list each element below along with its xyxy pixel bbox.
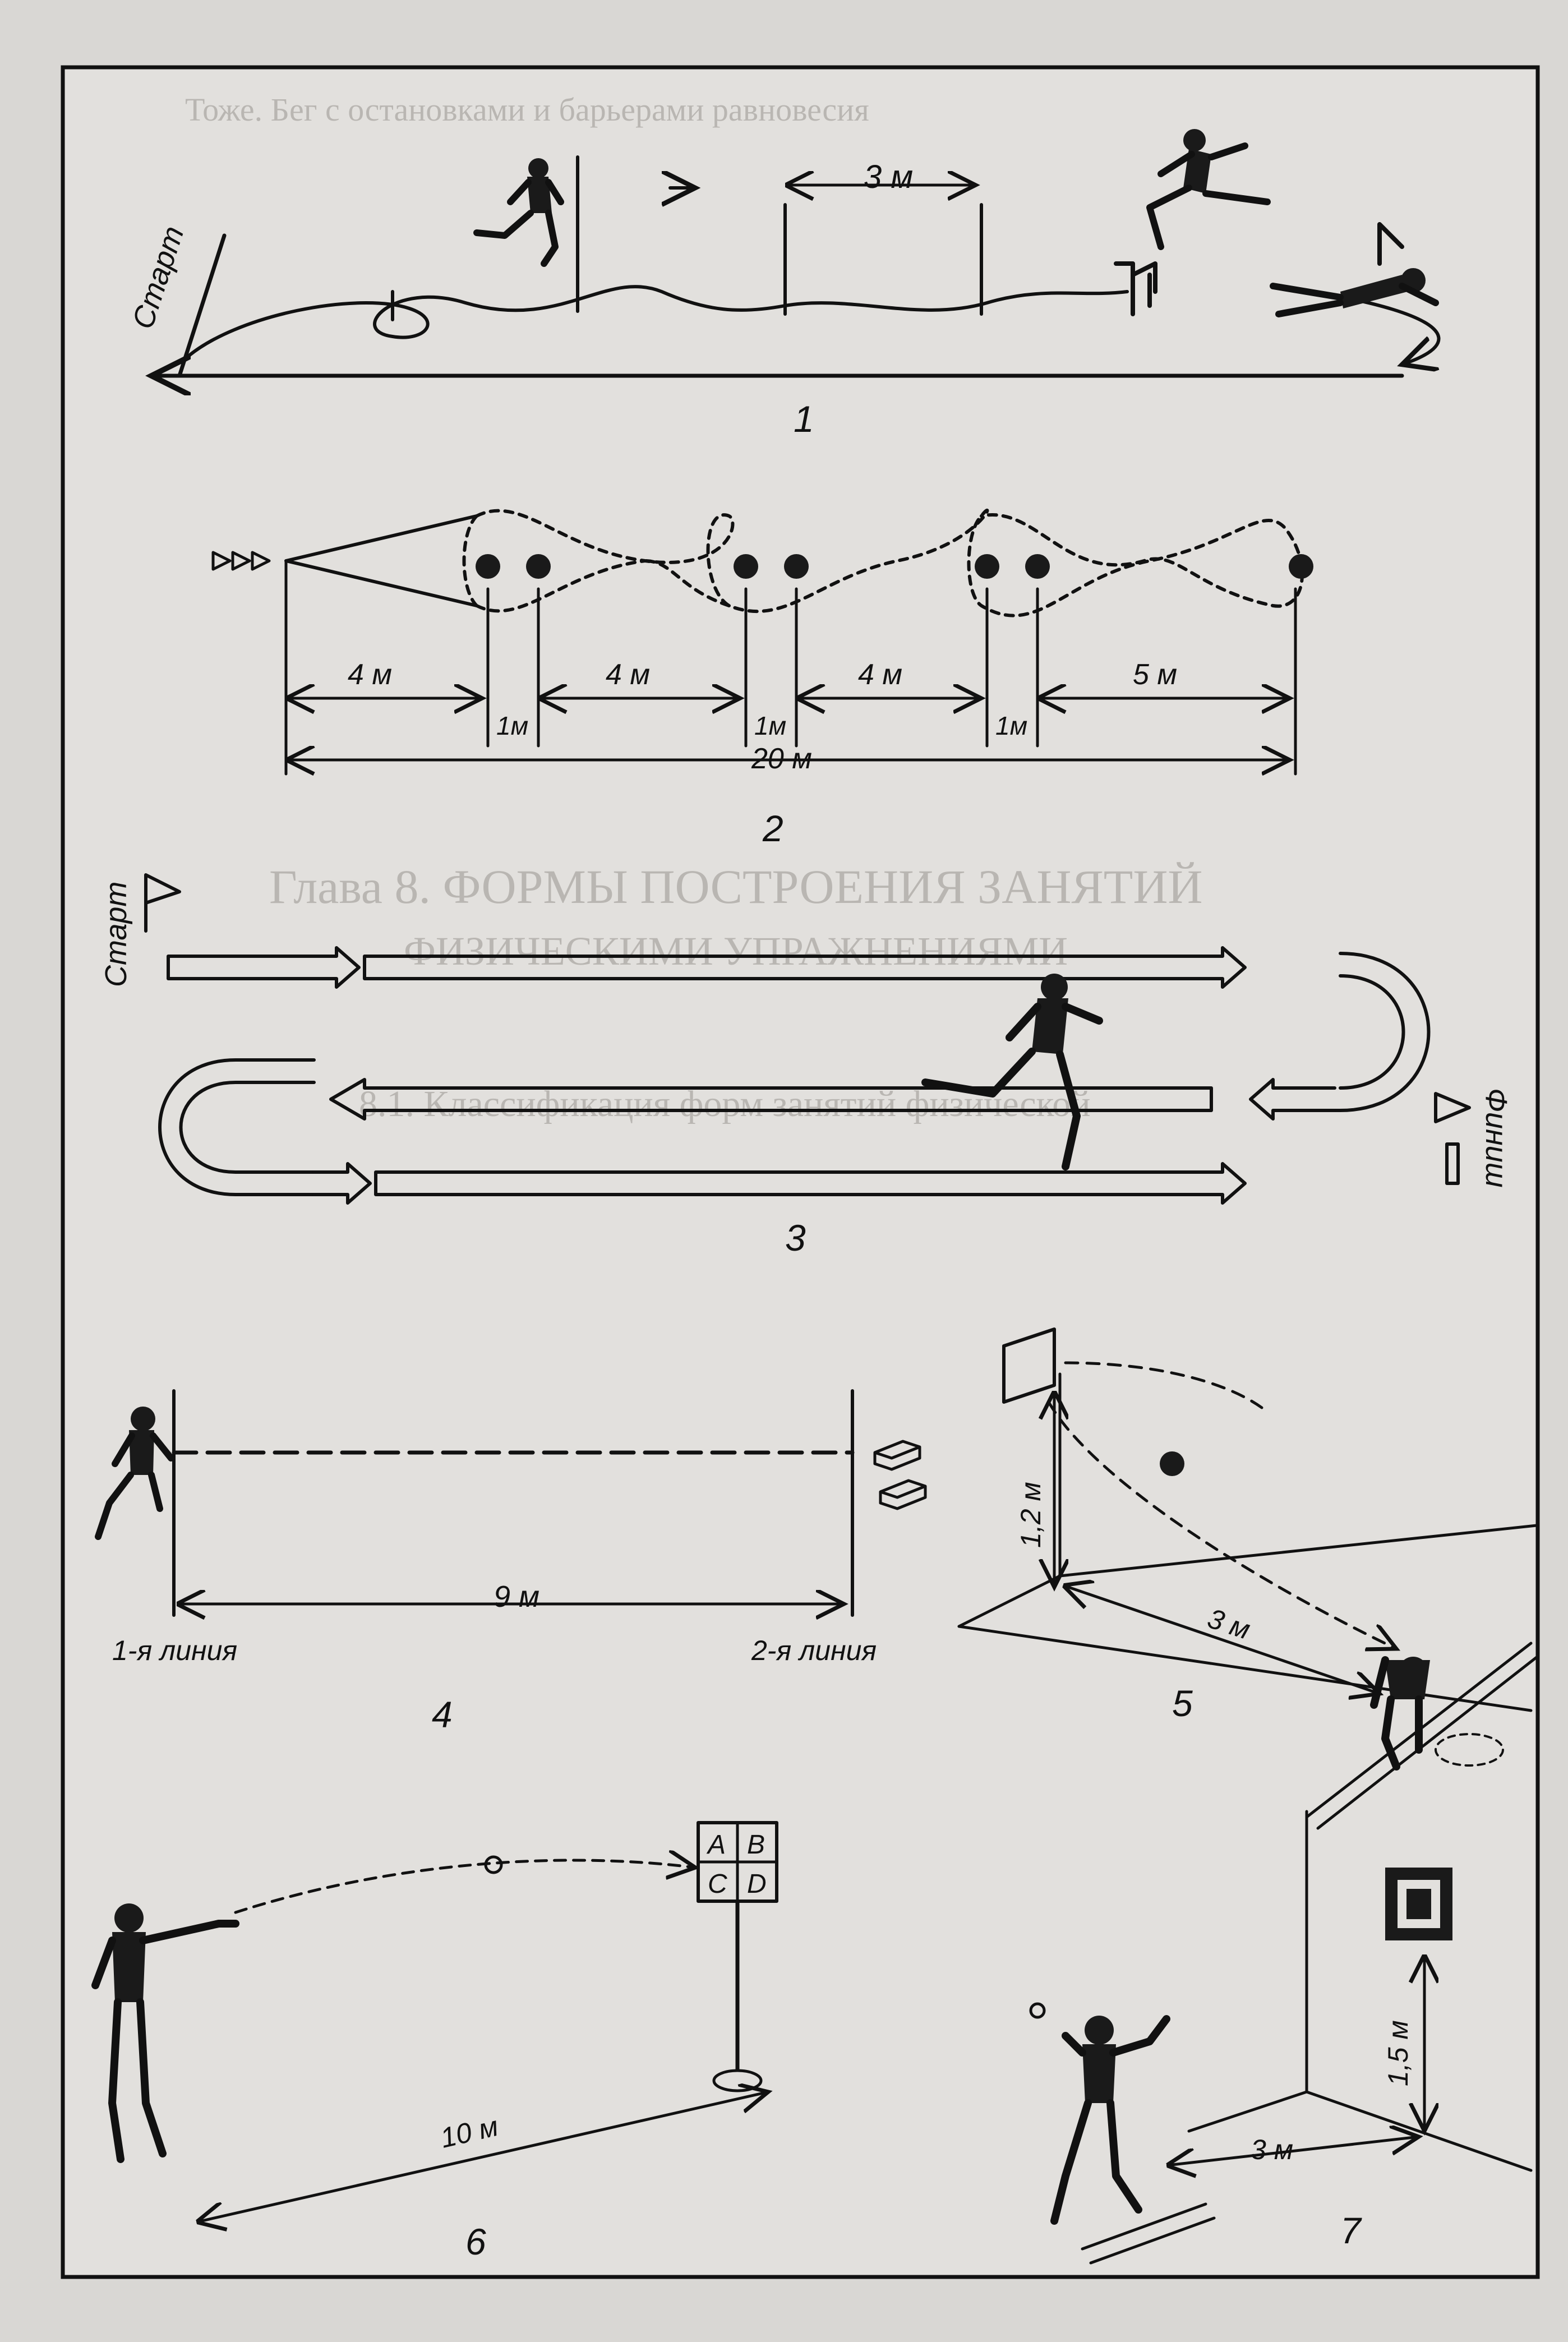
segment-label: 5 м	[1133, 658, 1177, 691]
panel-2-slalom: 4 м 4 м 4 м 5 м 1м 1м 1м 20 м 2	[211, 508, 1313, 849]
block-item	[873, 1440, 921, 1471]
distance-label: 3 м	[1251, 2134, 1293, 2165]
panel-6-target-throw: A B C D 10 м 6	[91, 1821, 778, 2262]
target-cell: A	[706, 1830, 726, 1860]
cone-marker	[734, 554, 758, 579]
thrower-figure	[1050, 2015, 1170, 2225]
cone-marker	[975, 554, 999, 579]
segment-label: 4 м	[606, 658, 650, 691]
background-heading: Глава 8. ФОРМЫ ПОСТРОЕНИЯ ЗАНЯТИЙ	[269, 860, 1203, 914]
ball	[1160, 1451, 1184, 1476]
height-label: 1,2 м	[1015, 1482, 1046, 1548]
panel-7-wall-target-throw: 1,5 м 3 м 7	[1029, 1810, 1533, 2265]
runner-figure	[921, 974, 1103, 1170]
height-label: 1,5 м	[1382, 2020, 1414, 2086]
gap-label: 1м	[496, 711, 528, 740]
background-text-line: Тоже. Бег с остановками и барьерами равн…	[185, 91, 869, 128]
start-markers	[211, 551, 271, 571]
finish-label: Финиш	[1479, 1088, 1513, 1188]
lane-arrow	[329, 1078, 1213, 1121]
wall-target	[1002, 1327, 1056, 1404]
lane-arrow	[374, 1162, 1247, 1205]
hurdle	[1377, 222, 1404, 266]
panel-number: 6	[465, 2221, 486, 2262]
thrower-figure	[91, 1903, 239, 2163]
hurdler-figure	[1146, 129, 1271, 250]
crawling-figure	[1270, 268, 1439, 317]
target-cell: B	[747, 1830, 765, 1860]
dimension-arrows	[292, 698, 1290, 760]
gap-label: 1м	[995, 711, 1027, 740]
runner-figure	[95, 1407, 174, 1540]
distance-dimension	[202, 2092, 768, 2221]
panel-number: 3	[785, 1217, 806, 1258]
dimension-ticks	[284, 559, 1297, 776]
distance-label: 3 м	[864, 159, 913, 195]
cone-marker	[784, 554, 809, 579]
lane-arrow	[312, 1162, 372, 1205]
cone-marker	[1025, 554, 1050, 579]
panel-number: 1	[794, 398, 814, 440]
player-figure	[1370, 1656, 1430, 1771]
landing-zone	[1435, 1733, 1504, 1767]
runner-figure	[473, 158, 564, 267]
u-turn-left	[158, 1058, 316, 1196]
gap-label: 1м	[754, 711, 786, 740]
segment-label: 4 м	[858, 658, 902, 691]
lane-arrow	[167, 946, 361, 989]
cone-marker	[1289, 554, 1313, 579]
segment-label: 4 м	[348, 658, 392, 691]
line-2-label: 2-я линия	[751, 1635, 877, 1666]
distance-dimension	[1172, 2137, 1419, 2165]
cone-marker	[526, 554, 551, 579]
ball	[1029, 2002, 1046, 2019]
lane-arrow	[1249, 1078, 1336, 1121]
background-subheading: ФИЗИЧЕСКИМИ УПРАЖНЕНИЯМИ	[404, 929, 1068, 974]
panel-5-ball-throw-corner: 1,2 м 3 м 5	[957, 1327, 1538, 1830]
panel-number: 5	[1172, 1682, 1193, 1724]
panel-number: 7	[1340, 2210, 1362, 2251]
finish-flag	[1434, 1092, 1471, 1185]
ball	[484, 1855, 503, 1874]
u-turn-right	[1333, 952, 1431, 1112]
slalom-path-dashed	[462, 508, 1304, 617]
panel-4-line-run: 9 м 1-я линия 2-я линия 4	[95, 1389, 927, 1735]
target-cell: D	[747, 1869, 767, 1899]
panel-3-shuttle-run: Старт Финиш 3	[99, 873, 1513, 1258]
start-line	[177, 233, 227, 378]
throw-trajectory	[234, 1860, 695, 1914]
block-item	[879, 1479, 927, 1510]
lane-arrow	[363, 946, 1247, 989]
panel-number: 2	[762, 808, 783, 849]
panel-number: 4	[432, 1694, 453, 1735]
cone-marker	[476, 554, 500, 579]
hurdle	[1114, 261, 1157, 316]
start-flag	[144, 873, 181, 933]
slalom-path	[284, 514, 478, 607]
start-label: Старт	[99, 882, 133, 987]
floor-stripe	[1081, 2202, 1216, 2265]
distance-label: 9 м	[494, 1580, 539, 1613]
target-cell: C	[708, 1869, 727, 1899]
line-1-label: 1-я линия	[112, 1635, 237, 1666]
distance-dimension	[1068, 1587, 1380, 1694]
wall-target-center	[1406, 1889, 1431, 1919]
total-label: 20 м	[751, 743, 812, 775]
